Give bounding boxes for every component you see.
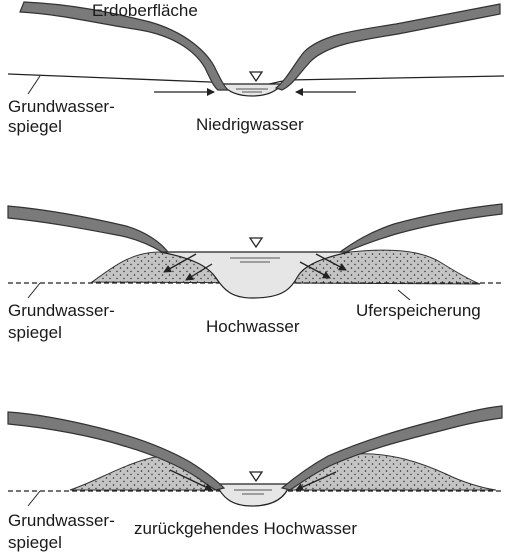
label-water-state: Hochwasser [206, 317, 300, 336]
label-leader-line [27, 75, 41, 95]
river-water [215, 483, 291, 507]
ground-surface-left [7, 205, 170, 253]
flow-arrow-icon [299, 261, 331, 279]
panel-high-water: Grundwasser- spiegel Hochwasser Uferspei… [7, 203, 504, 342]
label-groundwater-line2: spiegel [8, 533, 62, 552]
flow-arrow-icon [163, 253, 197, 273]
label-groundwater-line1: Grundwasser- [8, 511, 115, 530]
ground-surface-right [338, 203, 503, 253]
label-leader-line [397, 289, 411, 301]
label-water-state: zurückgehendes Hochwasser [134, 519, 357, 538]
label-bank-storage: Uferspeicherung [356, 301, 481, 320]
ground-surface-left [7, 411, 226, 491]
label-groundwater-line1: Grundwasser- [8, 301, 115, 320]
label-water-state: Niedrigwasser [196, 115, 304, 134]
panel-low-water: Erdoberfläche Grundwasser- spiegel Niedr… [7, 1, 505, 136]
ground-surface-right [274, 3, 501, 91]
ground-surface-right [280, 405, 503, 491]
flow-arrow-icon [315, 253, 347, 271]
flow-arrow-icon [185, 263, 213, 281]
river-water [220, 83, 284, 97]
label-groundwater-line2: spiegel [8, 117, 62, 136]
label-surface: Erdoberfläche [92, 1, 198, 20]
flow-arrow-icon [295, 471, 337, 491]
label-leader-line [27, 282, 41, 299]
label-groundwater-line2: spiegel [8, 323, 62, 342]
label-leader-line [27, 490, 41, 507]
ground-surface-left [19, 1, 230, 91]
flow-arrow-icon [169, 469, 213, 491]
water-level-triangle-icon [248, 71, 264, 83]
label-groundwater-line1: Grundwasser- [8, 97, 115, 116]
water-level-triangle-icon [248, 471, 264, 483]
panel-receding-water: Grundwasser- spiegel zurückgehendes Hoch… [7, 405, 504, 552]
water-level-triangle-icon [248, 237, 264, 249]
